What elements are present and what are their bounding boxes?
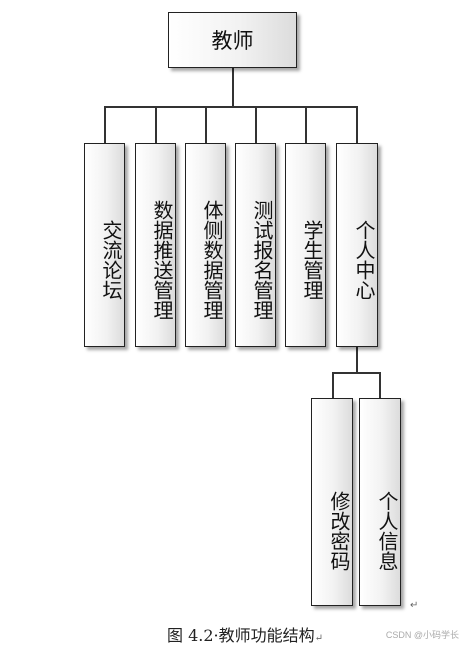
connector-sub-1 [332,372,334,398]
module-node-personal-center: 个人中心 [336,143,378,347]
connector-sub-bus [332,372,381,374]
connector-top-bus [104,106,358,108]
watermark: CSDN @小码学长 [385,630,459,640]
module-label: 测试报名管理 [250,199,274,320]
submodule-label: 个人信息 [375,490,399,571]
submodule-node-personal-info: 个人信息 [359,398,401,606]
connector-module-1 [104,106,106,144]
connector-module-2 [155,106,157,144]
connector-center-down [356,347,358,373]
connector-root-down [232,68,234,107]
paragraph-mark: ↵ [410,600,419,611]
submodule-label: 修改密码 [327,490,351,571]
module-node-student-management: 学生管理 [285,143,326,347]
module-node-data-push: 数据推送管理 [135,143,176,347]
connector-module-6 [356,106,358,144]
module-label: 数据推送管理 [150,199,174,320]
module-label: 学生管理 [300,219,324,300]
submodule-node-change-password: 修改密码 [311,398,353,606]
module-label: 交流论坛 [99,219,123,300]
module-label: 个人中心 [352,219,376,300]
module-node-body-data: 体侧数据管理 [185,143,226,347]
caption-text: 图 4.2·教师功能结构 [167,626,315,645]
module-label: 体侧数据管理 [200,199,224,320]
module-node-test-registration: 测试报名管理 [235,143,276,347]
connector-module-5 [305,106,307,144]
root-label: 教师 [211,29,254,53]
caption-paragraph-mark: ↵ [314,633,324,644]
connector-module-4 [255,106,257,144]
module-node-forum: 交流论坛 [84,143,125,347]
figure-caption: 图 4.2·教师功能结构↵ [167,622,323,646]
connector-sub-2 [379,372,381,398]
root-node: 教师 [168,12,297,68]
connector-module-3 [205,106,207,144]
